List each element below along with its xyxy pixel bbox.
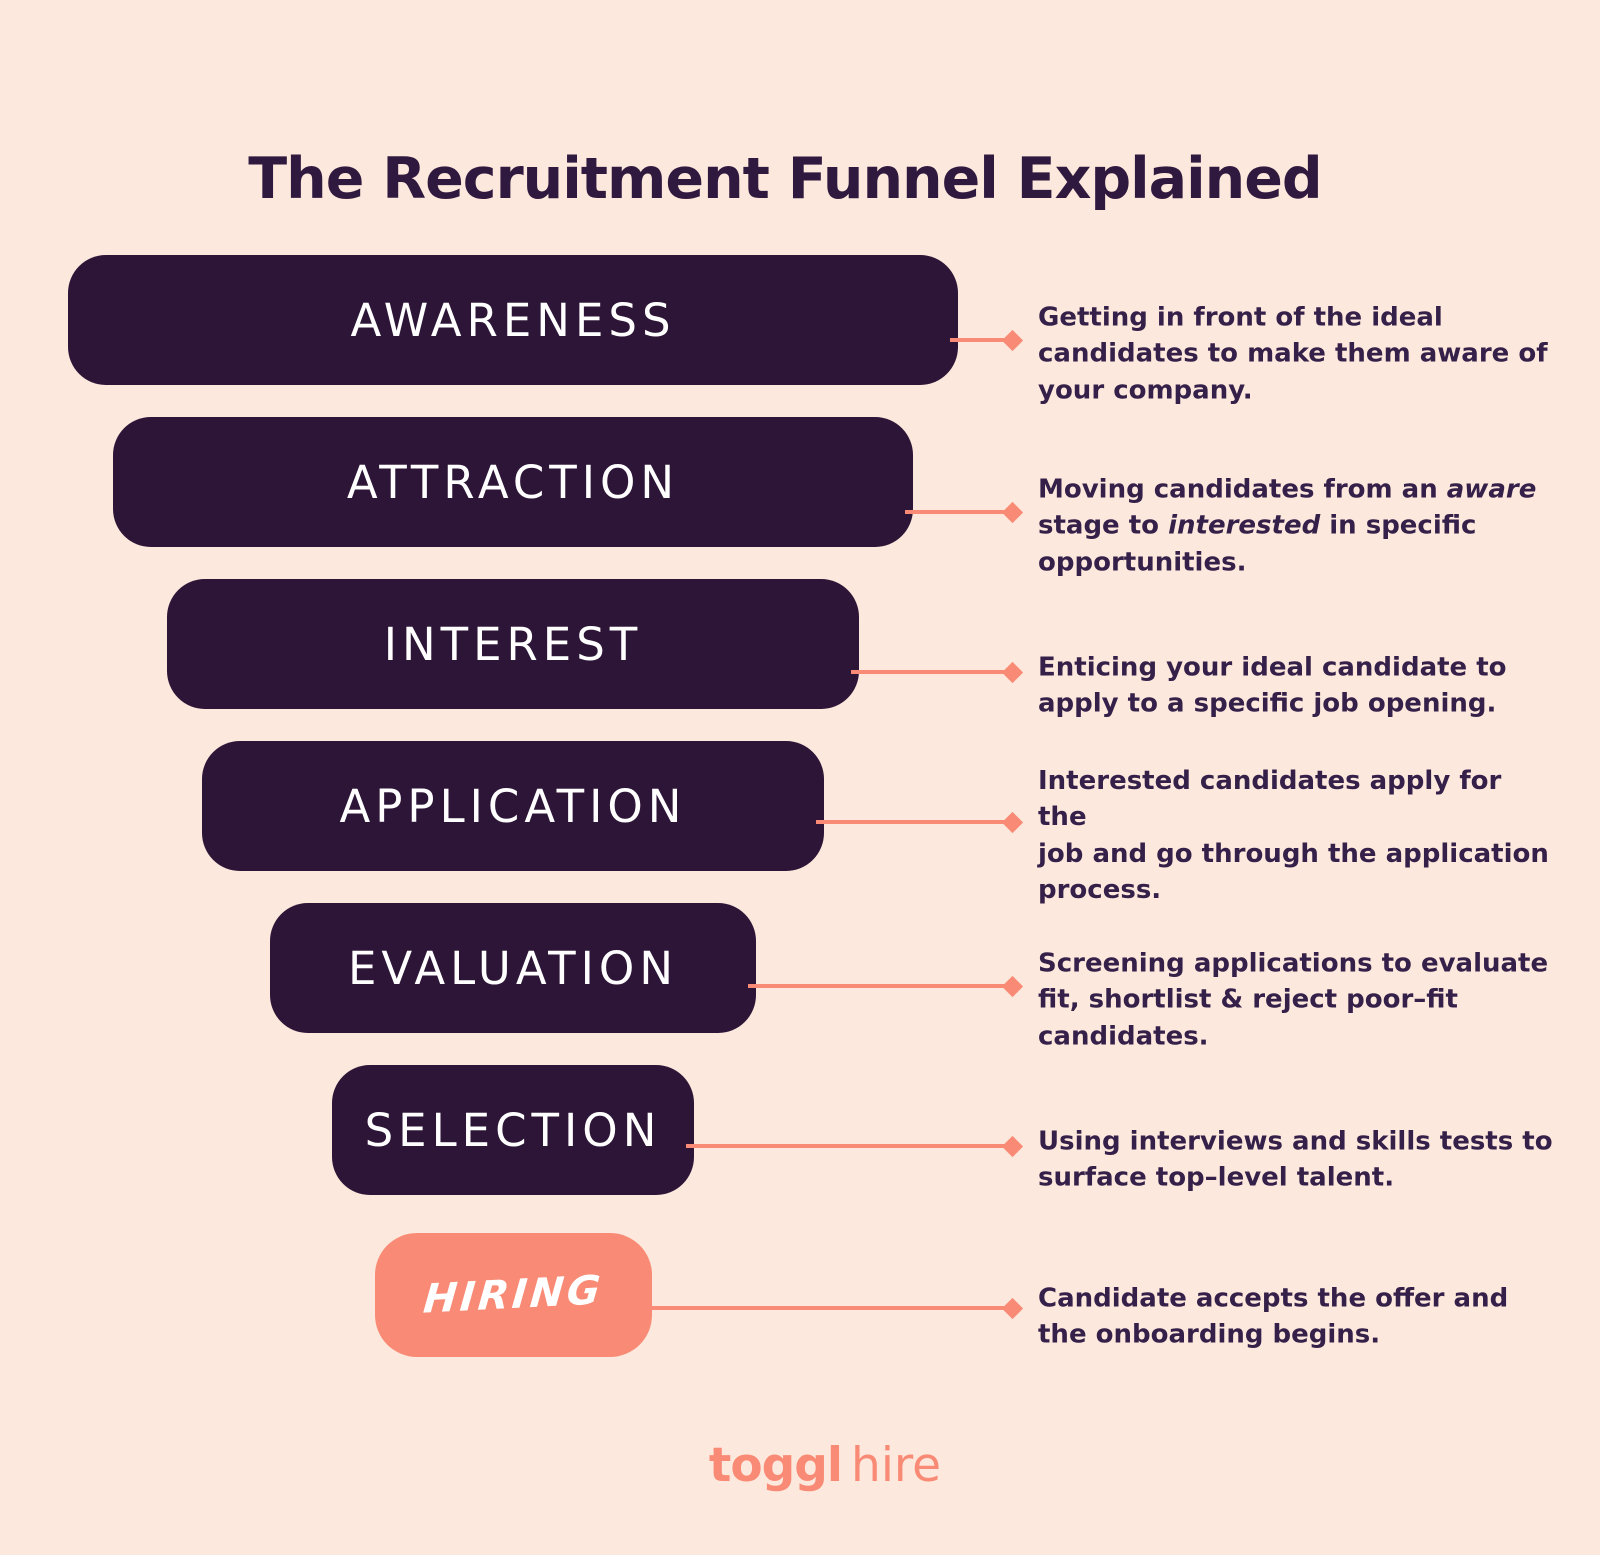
stage-bar: INTEREST — [167, 579, 859, 709]
connector-diamond-icon — [1001, 501, 1024, 524]
connector-line — [905, 510, 1012, 514]
stage-bar: SELECTION — [332, 1065, 694, 1195]
connector-line — [950, 338, 1012, 342]
stage-bar: APPLICATION — [202, 741, 824, 871]
connector-diamond-icon — [1001, 661, 1024, 684]
stage-bar: EVALUATION — [270, 903, 756, 1033]
stage-label: HIRING — [421, 1267, 606, 1323]
connector-line — [816, 820, 1012, 824]
stage-bar: AWARENESS — [68, 255, 958, 385]
stage-bar: HIRING — [375, 1233, 652, 1357]
stage-label: AWARENESS — [350, 293, 676, 347]
connector-diamond-icon — [1001, 975, 1024, 998]
stage-label: INTEREST — [383, 617, 643, 671]
connector-line — [851, 670, 1012, 674]
connector-diamond-icon — [1001, 329, 1024, 352]
stage-label: ATTRACTION — [346, 455, 680, 509]
connector-diamond-icon — [1001, 1135, 1024, 1158]
logo-toggl: toggl — [708, 1438, 843, 1493]
connector-line — [748, 984, 1012, 988]
connector-diamond-icon — [1001, 1297, 1024, 1320]
stage-label: EVALUATION — [347, 941, 679, 995]
connector-line — [644, 1306, 1012, 1310]
connector-line — [686, 1144, 1012, 1148]
stage-label: SELECTION — [364, 1103, 662, 1157]
stage-bar: ATTRACTION — [113, 417, 913, 547]
stage-label: APPLICATION — [339, 779, 687, 833]
connector-diamond-icon — [1001, 811, 1024, 834]
logo-hire: hire — [851, 1438, 942, 1493]
page-title: The Recruitment Funnel Explained — [248, 146, 1322, 213]
